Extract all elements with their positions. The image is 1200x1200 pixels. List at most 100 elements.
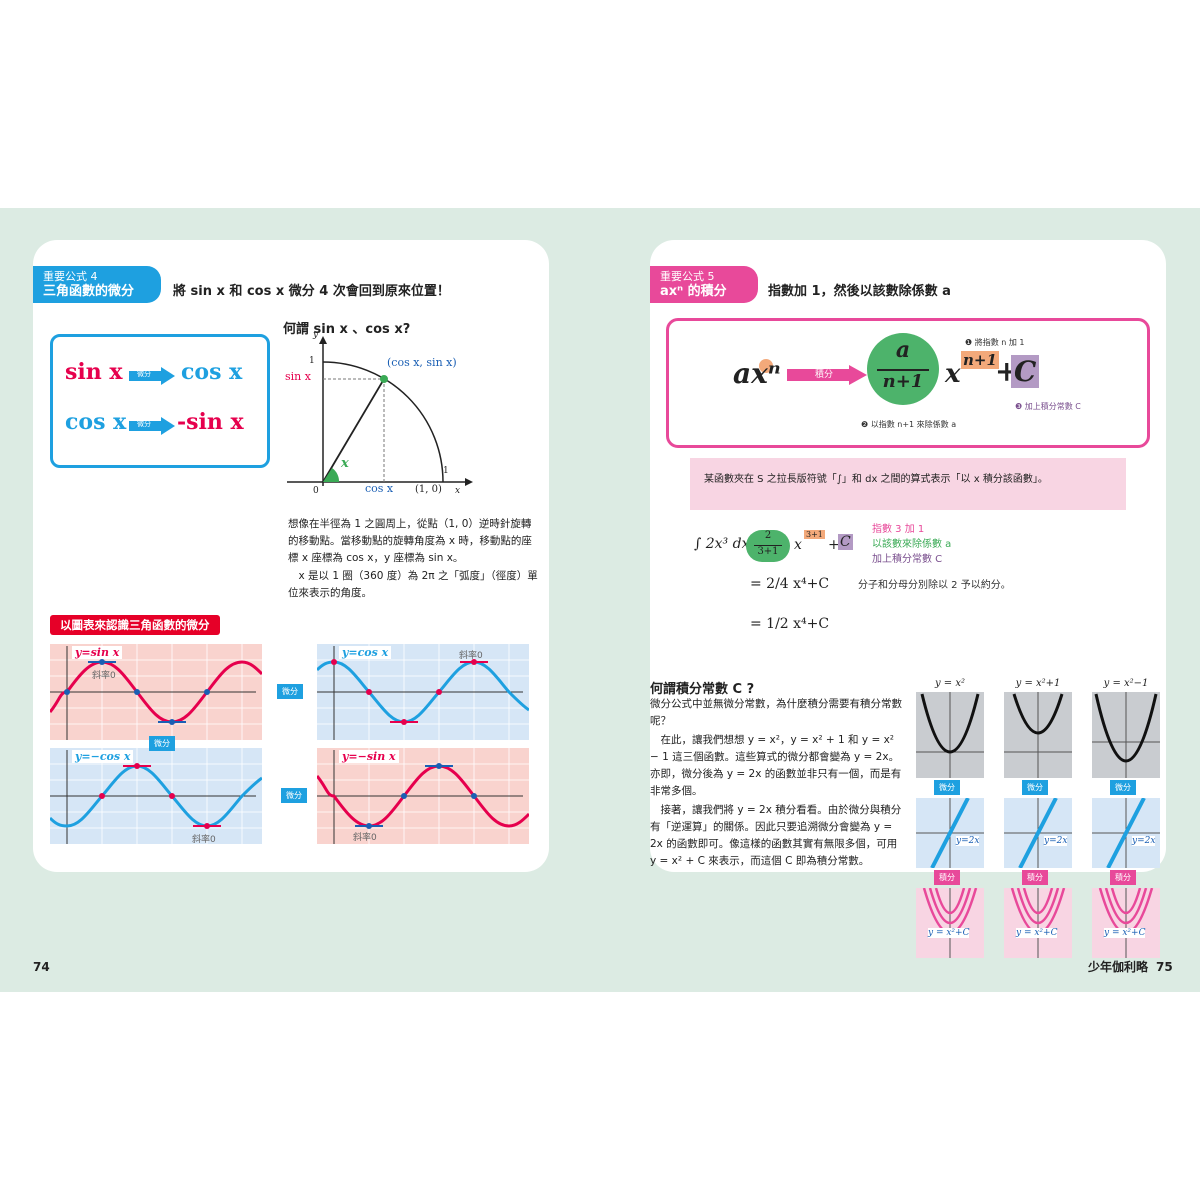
mini1-op1: 微分 [934, 780, 960, 795]
example-line-3: = 1/2 x⁴+C [750, 616, 830, 632]
left-page: 重要公式 4 三角函數的微分 將 sin x 和 cos x 微分 4 次會回到… [33, 240, 549, 872]
graph-sin: y=sin x 斜率0 [50, 644, 262, 740]
rule2-op: 微分 [137, 420, 151, 428]
graph-sin-slope: 斜率0 [92, 671, 116, 681]
graph-neg-cos-title: y=−cos x [72, 750, 134, 763]
section-paragraph-3: 接著，讓我們將 y = 2x 積分看看。由於微分與積分有「逆運算」的關係。因此只… [650, 804, 902, 867]
rule2-to: -sin x [177, 409, 244, 435]
example-frac-den: 3+1 [757, 546, 779, 557]
circle-paragraph-1: 想像在半徑為 1 之圓周上，從點（1, 0）逆時針旋轉的移動點。當移動點的旋轉角… [288, 518, 532, 564]
mini3-op1-arrow: 微分 [1092, 778, 1160, 798]
mini1-op2-arrow: 積分 [916, 868, 984, 888]
mini2-op1: 微分 [1022, 780, 1048, 795]
graph-neg-sin-title: y=−sin x [339, 750, 399, 763]
integral-arrow-icon [787, 365, 867, 389]
sin-label: sin x [285, 370, 311, 383]
formula-num: a [895, 337, 911, 363]
mini2-op2-arrow: 積分 [1004, 868, 1072, 888]
one-top-label: 1 [309, 356, 315, 366]
graph-sin-title: y=sin x [72, 646, 123, 659]
rule2-arrow-icon [129, 417, 175, 439]
mini-graph-1: y = x² 微分 y=2x 積分 y = x²+C [916, 678, 984, 958]
formula-const: C [1011, 355, 1040, 388]
formula-lhs: axⁿ [733, 357, 781, 390]
example-note-b: 以該數來除係數 a [872, 539, 952, 550]
right-headline: 指數加 1，然後以該數除係數 a [768, 284, 951, 299]
mini3-mid: y=2x [1132, 836, 1156, 846]
formula-note-3: ❸ 加上積分常數 C [1015, 402, 1081, 411]
tag-number: 重要公式 4 [43, 270, 98, 283]
book-spread: 重要公式 4 三角函數的微分 將 sin x 和 cos x 微分 4 次會回到… [0, 208, 1200, 992]
mini2-mid: y=2x [1044, 836, 1068, 846]
formula-op: 積分 [815, 370, 834, 380]
left-headline: 將 sin x 和 cos x 微分 4 次會回到原來位置！ [173, 284, 450, 299]
diff-arrow-3: 微分 [281, 788, 307, 803]
example-plus: + [828, 537, 840, 553]
mini2-op2: 積分 [1022, 870, 1048, 885]
diff-arrow-1: 微分 [277, 684, 303, 699]
rule1-from: sin x [65, 359, 123, 385]
mini1-bottom: y = x²+C [928, 928, 970, 938]
mini1-op1-arrow: 微分 [916, 778, 984, 798]
right-page: 重要公式 5 axⁿ 的積分 指數加 1，然後以該數除係數 a axⁿ 積分 a… [650, 240, 1166, 872]
origin-label: 0 [313, 486, 319, 496]
unit-circle-diagram: y 1 sin x (cos x, sin x) x 0 cos x 1 (1,… [283, 330, 473, 506]
mini3-bottom: y = x²+C [1104, 928, 1146, 938]
graph-banner: 以圖表來認識三角函數的微分 [50, 615, 220, 635]
fraction-bar [877, 369, 929, 371]
exp-highlight-dot [759, 359, 773, 373]
circle-title: 何謂 sin x 、cos x? [283, 322, 411, 337]
example-line-2: = 2/4 x⁴+C [750, 576, 830, 592]
example-x: x [794, 537, 802, 553]
circle-paragraph-2: x 是以 1 圈（360 度）為 2π 之「弧度」（徑度）單位來表示的角度。 [288, 570, 538, 599]
example-note-c: 加上積分常數 C [872, 554, 943, 565]
rule1-arrow-icon [129, 367, 175, 389]
mini3-op2: 積分 [1110, 870, 1136, 885]
definition-text: 某函數夾在 S 之拉長版符號「∫」和 dx 之間的算式表示「以 x 積分該函數」… [704, 474, 1048, 485]
formula-x: x [945, 359, 961, 389]
formula-tag-5: 重要公式 5 axⁿ 的積分 [650, 266, 758, 303]
example-fraction-bar [754, 545, 782, 546]
mini3-op2-arrow: 積分 [1092, 868, 1160, 888]
x-axis-label: x [455, 486, 461, 496]
graph-neg-sin-slope: 斜率0 [353, 833, 377, 843]
integral-formula-box: axⁿ 積分 a n+1 x n+1 + C ❶ 將指數 n 加 1 ❷ 以指數… [666, 318, 1150, 448]
mini2-op1-arrow: 微分 [1004, 778, 1072, 798]
formula-note-2: ❷ 以指數 n+1 來除係數 a [861, 420, 957, 429]
point10-label: (1, 0) [415, 484, 442, 495]
example-note-a: 指數 3 加 1 [872, 524, 925, 535]
one-right-label: 1 [443, 466, 449, 476]
section-paragraph-1: 微分公式中並無微分常數，為什麼積分需要有積分常數呢？ [650, 698, 902, 727]
diff-arrow-4: 微分 [149, 736, 175, 751]
definition-box: 某函數夾在 S 之拉長版符號「∫」和 dx 之間的算式表示「以 x 積分該函數」… [690, 458, 1126, 510]
graph-cos: y=cos x 斜率0 [317, 644, 529, 740]
mini-graph-3: y = x²−1 微分 y=2x 積分 y = x²+C [1092, 678, 1160, 958]
graph-neg-cos-slope: 斜率0 [192, 835, 216, 845]
diff-rule-box: sin x 微分 cos x cos x 微分 -sin x [50, 334, 270, 468]
graph-cos-slope: 斜率0 [459, 651, 483, 661]
mini3-title: y = x²−1 [1103, 678, 1149, 689]
left-page-number: 74 [33, 960, 50, 974]
mini1-op2: 積分 [934, 870, 960, 885]
section-paragraph-2: 在此，讓我們想想 y = x²，y = x² + 1 和 y = x² − 1 … [650, 734, 902, 797]
example-c: C [838, 534, 853, 550]
right-page-number: 75 [1156, 960, 1173, 974]
section-title: 何謂積分常數 C ? [650, 682, 755, 697]
book-title: 少年伽利略 [1088, 960, 1149, 974]
mini2-title: y = x²+1 [1015, 678, 1061, 689]
mini-graph-2: y = x²+1 微分 y=2x 積分 y = x²+C [1004, 678, 1072, 958]
angle-label: x [341, 456, 349, 471]
mini2-bottom: y = x²+C [1016, 928, 1058, 938]
formula-tag-4: 重要公式 4 三角函數的微分 [33, 266, 161, 303]
graph-neg-sin: y=−sin x 斜率0 [317, 748, 529, 844]
rule1-op: 微分 [137, 370, 151, 378]
example-note-d: 分子和分母分別除以 2 予以約分。 [858, 580, 1011, 591]
tag-title: 三角函數的微分 [43, 284, 135, 299]
tag5-number: 重要公式 5 [660, 270, 715, 283]
rule2-from: cos x [65, 409, 127, 435]
formula-den: n+1 [882, 371, 924, 392]
mini1-title: y = x² [934, 678, 966, 689]
formula-note-1: ❶ 將指數 n 加 1 [965, 338, 1025, 347]
graph-cos-title: y=cos x [339, 646, 392, 659]
graph-neg-cos: y=−cos x 斜率0 [50, 748, 262, 845]
